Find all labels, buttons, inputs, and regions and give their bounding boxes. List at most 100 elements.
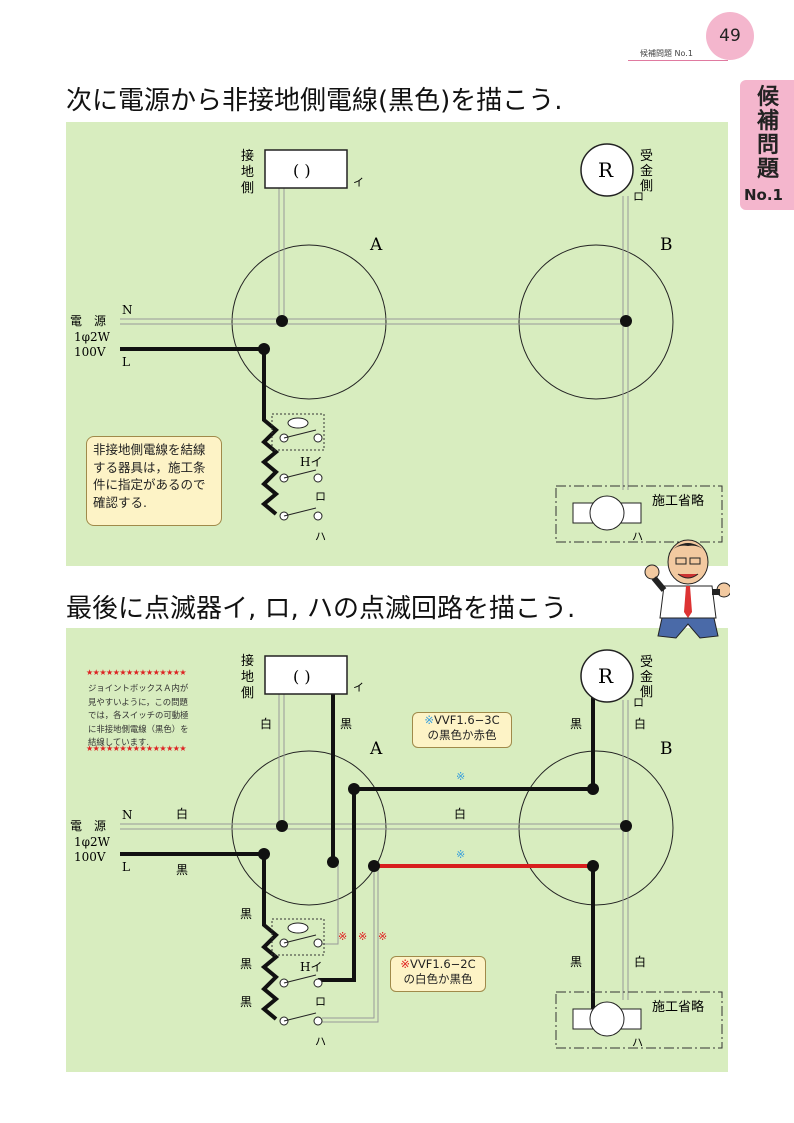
l-label: L (122, 355, 130, 369)
wire-label-white: 白 (634, 716, 646, 731)
box-b-label: B (660, 235, 673, 255)
side-tab: 候 補 問 題 No.1 (740, 80, 794, 210)
ref-mark: ※ (378, 930, 387, 943)
n-label: N (122, 808, 133, 822)
junction-box-b (518, 244, 674, 400)
earth-char: 地 (241, 165, 254, 180)
header-label: 候補問題 No.1 (640, 49, 693, 58)
note-line: に非接地側電線（黒色）を (88, 723, 189, 734)
side-tab-char: 補 (756, 109, 779, 134)
l-label: L (122, 860, 130, 874)
recv-char: 受 (640, 149, 653, 164)
side-tab-char: 題 (756, 157, 779, 182)
receptacle-r (580, 649, 634, 703)
source-label: 電 源 (70, 314, 106, 328)
lamp-i: イ (353, 681, 364, 694)
switch-ha: ハ (315, 1035, 326, 1048)
wire-label-black: 黒 (240, 907, 252, 921)
note-line: では，各スイッチの可動極 (88, 710, 189, 720)
ref-mark: ※ (358, 930, 367, 943)
junction-box-b (518, 750, 674, 906)
omit-label: 施工省略 (652, 493, 704, 509)
omit-ha: ハ (632, 530, 643, 543)
wire-label-white: 白 (260, 716, 272, 731)
vvf-3c-line1: VVF1.6−3C (434, 713, 500, 727)
side-tab-char: 候 (756, 85, 779, 110)
recv-char: 受 (640, 655, 653, 670)
n-label: N (122, 303, 133, 317)
vvf-2c-callout: ※VVF1.6−2C の白色か黒色 (390, 956, 486, 992)
wire-label-black: 黒 (570, 717, 582, 731)
ref-mark: ※ (400, 957, 410, 971)
wire-label-black: 黒 (240, 957, 252, 971)
receptacle-r (580, 143, 634, 197)
side-tab-no: No.1 (744, 186, 783, 204)
wire-label-black: 黒 (340, 717, 352, 731)
omit-label: 施工省略 (652, 999, 704, 1015)
diagram-panel-2 (66, 628, 728, 1072)
wire-label-white: 白 (176, 806, 188, 821)
page-number: 49 (706, 12, 754, 60)
switch-ro: ロ (315, 490, 326, 503)
pilot-lamp-frame (271, 413, 325, 451)
lamp-paren: ( ) (293, 667, 311, 686)
ref-mark: ※ (456, 770, 465, 783)
earth-char: 地 (241, 670, 254, 685)
earth-char: 側 (241, 686, 254, 701)
note-stars-bottom: ★★★★★★★★★★★★★★★ (86, 744, 187, 753)
note-line: 見やすいように，この問題 (88, 696, 188, 707)
recv-char: 側 (640, 179, 653, 194)
source-label: 電 源 (70, 819, 106, 833)
vvf-3c-callout: ※VVF1.6−3C の黒色か赤色 (412, 712, 512, 748)
ref-mark: ※ (424, 713, 434, 727)
lamp-paren: ( ) (293, 161, 311, 180)
recv-char: 金 (640, 669, 653, 685)
ref-mark: ※ (456, 848, 465, 861)
note-line: 非接地側電線を結線 (93, 442, 206, 457)
recv-char: 金 (640, 163, 653, 179)
earth-char: 接 (241, 653, 254, 669)
vvf-2c-line1: VVF1.6−2C (410, 957, 476, 971)
note-line: 確認する. (93, 494, 147, 510)
switch-h-i: Hイ (300, 455, 322, 469)
wire-label-black: 黒 (570, 955, 582, 969)
side-tab-char: 問 (756, 133, 779, 158)
section-title: 最後に点滅器イ, ロ, ハの点滅回路を描こう. (66, 594, 576, 624)
lamp-box (264, 149, 348, 189)
box-a-label: A (369, 235, 383, 255)
switch-ro: ロ (315, 995, 326, 1008)
note-line: 件に指定があるので (93, 477, 206, 492)
wire-label-white: 白 (634, 954, 646, 969)
mascot-illustration (644, 539, 730, 639)
omit-frame (555, 485, 723, 543)
pilot-lamp-frame (271, 918, 325, 956)
lamp-i: イ (353, 176, 364, 189)
note-line: ジョイントボックスＡ内が (88, 683, 189, 693)
recv-ro: ロ (633, 696, 644, 709)
recv-char: 側 (640, 685, 653, 700)
box-a-label: A (369, 739, 383, 759)
lamp-box (264, 655, 348, 695)
source-phase: 1φ2W (74, 330, 111, 344)
note-box-1: 非接地側電線を結線 する器具は，施工条 件に指定があるので 確認する. (86, 436, 222, 526)
note-line: する器具は，施工条 (93, 459, 206, 475)
omit-frame (555, 991, 723, 1049)
source-voltage: 100V (74, 850, 106, 864)
earth-char: 側 (241, 181, 254, 196)
page-title: 次に電源から非接地側電線(黒色)を描こう. (66, 86, 563, 116)
source-phase: 1φ2W (74, 835, 111, 849)
vvf-2c-line2: の白色か黒色 (403, 972, 473, 986)
note-line: 結線しています. (88, 737, 150, 747)
note-stars-top: ★★★★★★★★★★★★★★★ (86, 668, 187, 677)
junction-box-a (231, 750, 387, 906)
ref-mark: ※ (338, 930, 347, 943)
switch-ha: ハ (315, 530, 326, 543)
wire-label-black: 黒 (176, 863, 188, 877)
box-b-label: B (660, 739, 673, 759)
earth-char: 接 (241, 148, 254, 164)
wire-label-black: 黒 (240, 995, 252, 1009)
switch-h-i: Hイ (300, 960, 322, 974)
source-voltage: 100V (74, 345, 106, 359)
